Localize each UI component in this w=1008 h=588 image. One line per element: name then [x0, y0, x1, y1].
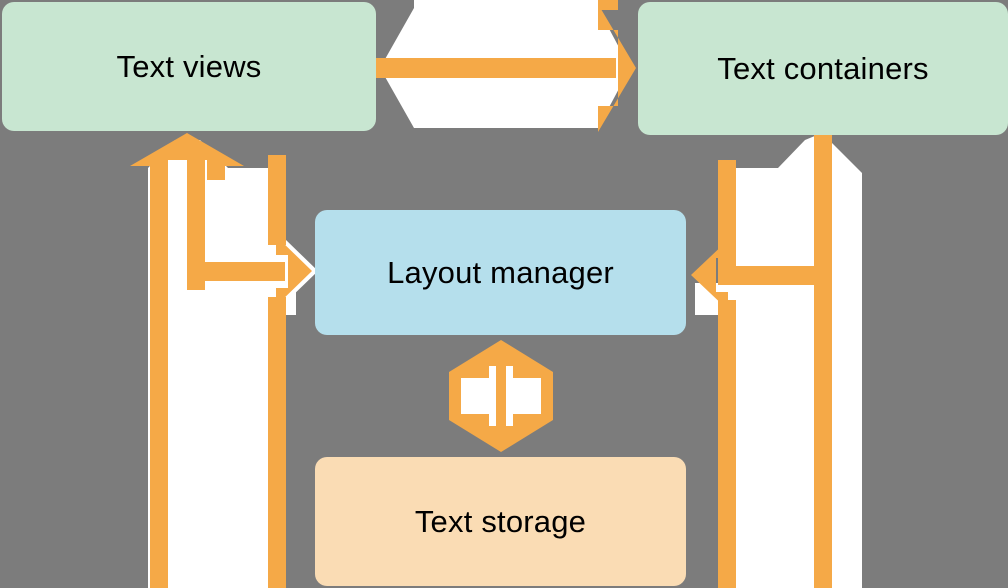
edge-lobe-stem-lower — [268, 297, 286, 588]
edge-text-views-to-text-containers — [376, 0, 636, 132]
edge-arrowhead-right-to-layout — [276, 236, 312, 306]
node-text-storage[interactable]: Text storage — [315, 457, 686, 586]
edge-head-stem — [598, 0, 618, 10]
edge-lobe-stem — [268, 155, 286, 245]
edge-group-left — [130, 133, 318, 588]
edge-shaft — [376, 58, 616, 78]
edge-group-right — [691, 133, 862, 588]
edge-shaft-right-vertical — [814, 133, 832, 588]
node-text-views-label: Text views — [116, 49, 262, 84]
node-text-storage-label: Text storage — [414, 504, 587, 539]
node-text-containers[interactable]: Text containers — [638, 2, 1008, 135]
edge-double-arrow-cut-left — [461, 366, 496, 426]
node-text-containers-label: Text containers — [717, 51, 929, 86]
edge-layout-manager-to-text-storage — [449, 340, 553, 452]
node-layout-manager-label: Layout manager — [387, 255, 614, 290]
edge-double-arrow-outline — [449, 340, 553, 452]
edge-arrowhead-right — [598, 4, 636, 132]
edge-shaft-elbow-run — [187, 262, 285, 281]
node-layout-manager[interactable]: Layout manager — [315, 210, 686, 335]
edge-shaft-left-vertical — [150, 155, 168, 588]
edge-shaft-elbow-riser — [187, 145, 205, 290]
edge-double-arrow-cut-right — [506, 366, 541, 426]
node-text-views[interactable]: Text views — [2, 2, 376, 131]
edge-arrowhead-left-to-layout — [691, 240, 728, 310]
edge-right-outer-stem — [718, 300, 736, 588]
edge-shaft-right-elbow-run — [718, 266, 828, 285]
